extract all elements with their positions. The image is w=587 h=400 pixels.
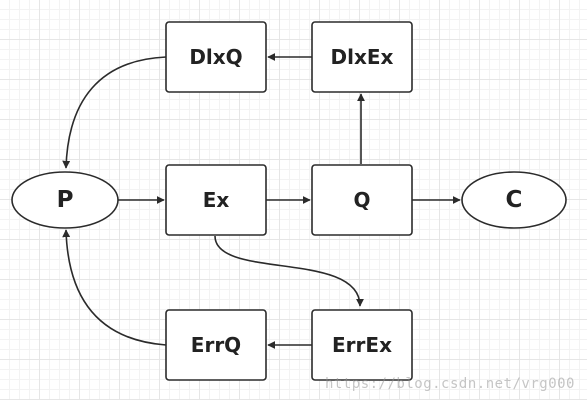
node-errq-label: ErrQ: [191, 333, 241, 357]
node-ex-label: Ex: [203, 188, 230, 212]
edge-dlxq-to-p: [62, 56, 167, 169]
node-p: P: [11, 171, 119, 229]
node-dlxex-label: DlxEx: [331, 45, 394, 69]
node-p-label: P: [57, 187, 74, 213]
node-dlxq-label: DlxQ: [189, 45, 242, 69]
node-errq: ErrQ: [165, 309, 267, 381]
node-errex: ErrEx: [311, 309, 413, 381]
edge-errq-to-p: [62, 229, 167, 346]
node-c-label: C: [506, 187, 523, 213]
node-dlxq: DlxQ: [165, 21, 267, 93]
edge-ex-to-errex: [214, 235, 364, 307]
node-ex: Ex: [165, 164, 267, 236]
node-q: Q: [311, 164, 413, 236]
node-dlxex: DlxEx: [311, 21, 413, 93]
node-errex-label: ErrEx: [332, 333, 392, 357]
watermark: https://blog.csdn.net/vrg000: [324, 376, 575, 392]
node-c: C: [461, 171, 567, 229]
node-q-label: Q: [353, 188, 370, 212]
